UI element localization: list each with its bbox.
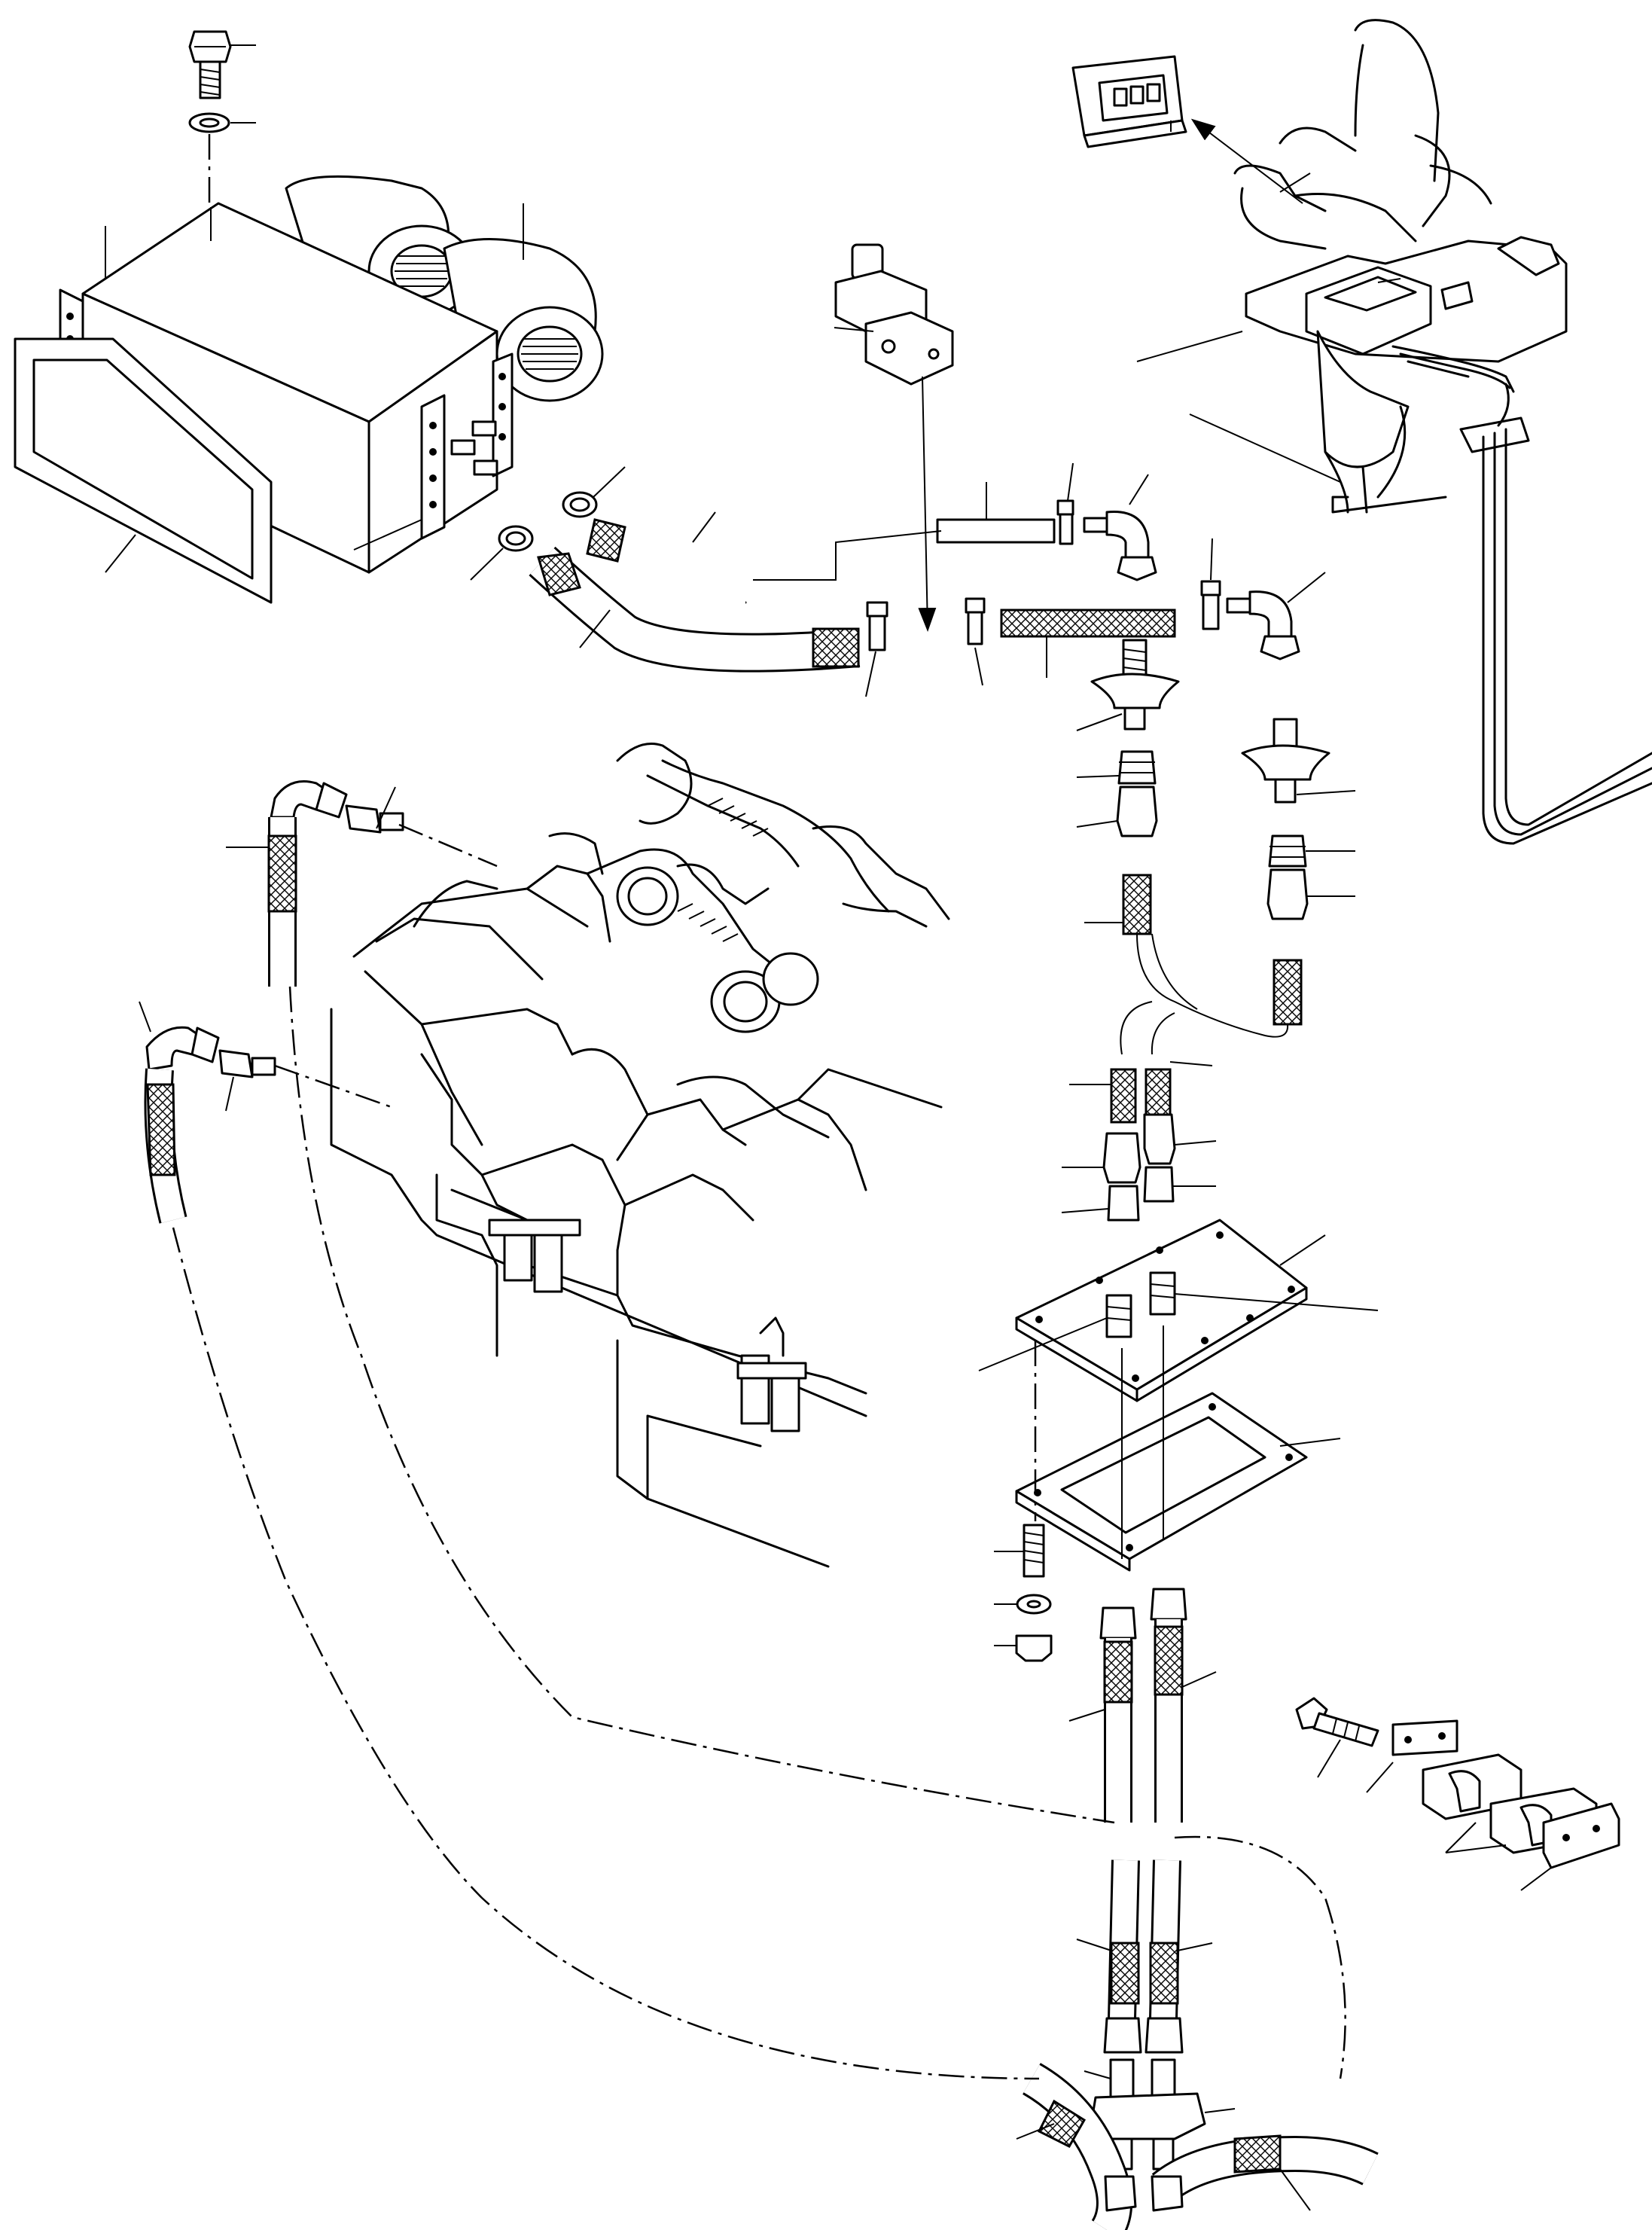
hex-bolt	[188, 30, 256, 99]
hose-connector	[965, 597, 986, 686]
hydraulic-hose	[1151, 2134, 1379, 2212]
routing-path	[1174, 1835, 1346, 2079]
elbow-fitting	[139, 1001, 276, 1112]
hose-connector	[865, 601, 888, 697]
lock-washer	[188, 112, 256, 133]
hydraulic-hose	[1068, 1588, 1217, 1823]
stud	[994, 1524, 1045, 1578]
bulkhead-fitting	[1241, 718, 1356, 804]
elbow-fitting	[270, 780, 404, 834]
mounting-frame	[14, 337, 273, 604]
heater-hose	[529, 546, 861, 673]
tube	[1000, 609, 1176, 678]
gasket	[1015, 1392, 1341, 1572]
valve-arrow	[918, 376, 937, 632]
heater-hose	[586, 507, 747, 620]
hydraulic-hose	[1084, 874, 1303, 1038]
bulkhead-fitting	[1076, 639, 1180, 731]
hose-connector	[1056, 462, 1074, 545]
operator-seat	[1136, 19, 1568, 514]
panel-arrow	[1190, 118, 1303, 204]
leader-dash	[274, 1064, 392, 1109]
shutoff-valve	[834, 243, 954, 386]
washer	[994, 1594, 1052, 1615]
routing-path	[172, 1227, 1040, 2080]
elbow-fitting	[1083, 474, 1157, 581]
hydraulic-hose	[1016, 2063, 1137, 2230]
clamp-bolt	[1295, 1697, 1379, 1778]
hydraulic-hose	[226, 817, 297, 987]
wiring-harness	[1391, 345, 1652, 845]
hose-clamp	[562, 466, 626, 518]
clamp-plate	[1366, 1719, 1458, 1793]
hose-nut	[1076, 750, 1158, 837]
hydraulic-hose	[1069, 1001, 1213, 1124]
hose-nut	[1061, 1113, 1217, 1222]
blower-fan	[443, 238, 604, 402]
bulkhead-fitting	[1084, 2058, 1236, 2171]
hose-nut	[1266, 834, 1355, 920]
engine-block	[330, 743, 950, 1568]
clamp-plate	[1520, 1802, 1620, 1891]
hose-connector	[1200, 538, 1221, 630]
leader-dash	[398, 823, 498, 868]
hose-clamp	[470, 525, 534, 581]
nut	[994, 1634, 1053, 1662]
cover-plate	[978, 1219, 1379, 1402]
elbow-fitting	[1226, 572, 1326, 660]
control-panel	[1071, 55, 1187, 148]
routing-path	[288, 986, 1115, 1824]
tube	[753, 482, 1056, 581]
hydraulic-hose	[1076, 1859, 1213, 2054]
hydraulic-hose	[144, 1068, 187, 1224]
